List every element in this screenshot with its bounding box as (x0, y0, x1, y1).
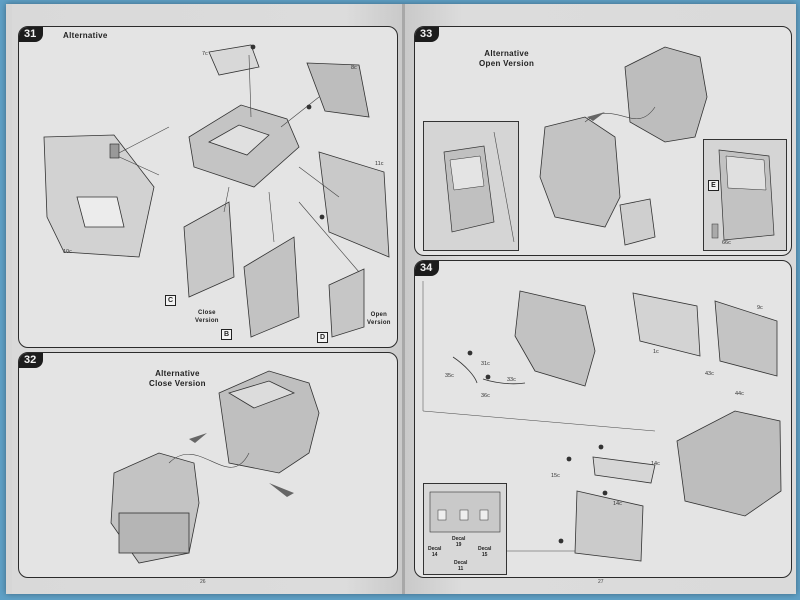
part-label-14c-a: 14c (651, 461, 660, 467)
open-door-detail (423, 121, 519, 251)
box-e: E (708, 180, 719, 191)
version-box-c: C (165, 295, 176, 306)
step-title: Alternative Open Version (479, 49, 535, 68)
step-number: 34 (415, 261, 440, 276)
part-label-43c: 43c (705, 371, 714, 377)
part-label-11c: 11c (375, 161, 384, 167)
instruction-booklet: 31 Alternative (6, 4, 796, 594)
version-box-d: D (317, 332, 328, 343)
version-box-b: B (221, 329, 232, 340)
part-label-9c: 9c (757, 305, 763, 311)
part-label-15c: 15c (551, 473, 560, 479)
step-33-drawing (539, 46, 708, 246)
step-34-drawing (422, 281, 782, 562)
part-label-1c: 1c (653, 349, 659, 355)
close-version-label: Close Version (195, 310, 219, 324)
step-number: 31 (19, 27, 44, 42)
left-page-number: 26 (200, 579, 206, 585)
step-number: 32 (19, 353, 44, 368)
part-label-33c: 33c (507, 377, 516, 383)
decal-placement-detail: Decal 14 Decal 19 Decal 15 Decal 11 (423, 483, 507, 575)
step-32-drawing (110, 370, 320, 564)
part-label-10c: 10c (63, 249, 72, 255)
open-door-drawing (443, 131, 515, 243)
step-33-panel: 33 Alternative Open Version (414, 26, 792, 256)
step-32-panel: 32 Alternative Close Version (18, 352, 398, 578)
part-label-35c: 35c (445, 373, 454, 379)
booklet-spine (402, 4, 405, 594)
right-page-number: 27 (598, 579, 604, 585)
step-title: Alternative Close Version (149, 369, 206, 388)
decal-grille-drawing (429, 491, 501, 533)
step-number: 33 (415, 27, 440, 42)
part-label-36c: 36c (481, 393, 490, 399)
part-label-66c: 66c (722, 240, 731, 246)
decal-11-label: Decal 11 (454, 560, 468, 572)
part-label-44c: 44c (735, 391, 744, 397)
open-version-label: Open Version (367, 312, 391, 326)
part-label-31c: 31c (481, 361, 490, 367)
step-title: Alternative (63, 31, 108, 40)
step-34-panel: 34 35c 31c 33c (414, 260, 792, 578)
door-detail-e: E 66c (703, 139, 787, 251)
door-e-drawing (711, 149, 775, 241)
step-31-drawing (43, 44, 390, 338)
part-label-7c: 7c (202, 51, 208, 57)
decal-15-label: Decal 15 (478, 546, 492, 558)
decal-14-label: Decal 14 (428, 546, 442, 558)
step-31-panel: 31 Alternative (18, 26, 398, 348)
decal-19-label: Decal 19 (452, 536, 466, 548)
part-label-8c: 8c (351, 65, 357, 71)
part-label-14c-b: 14c (613, 501, 622, 507)
